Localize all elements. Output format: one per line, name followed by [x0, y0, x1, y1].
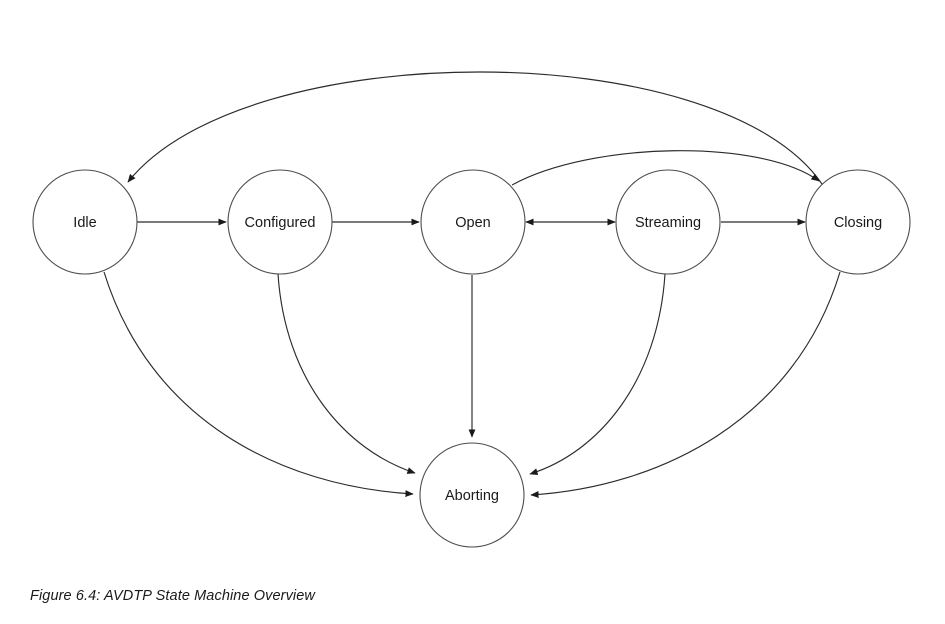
transition-streaming-to-aborting[interactable]: [529, 273, 666, 476]
transition-configured-to-aborting[interactable]: [277, 273, 416, 474]
state-circle-aborting: [419, 442, 525, 548]
transition-configured-to-aborting-path: [277, 273, 416, 474]
state-circle-open: [420, 169, 526, 275]
transition-closing-to-aborting-path: [530, 271, 841, 498]
figure-caption: Figure 6.4: AVDTP State Machine Overview: [30, 588, 315, 604]
transition-open-to-closing-path: [511, 150, 820, 186]
state-node-idle[interactable]: Idle: [32, 169, 138, 275]
state-node-open[interactable]: Open: [420, 169, 526, 275]
transition-idle-to-aborting-path: [103, 271, 414, 498]
state-circle-idle: [32, 169, 138, 275]
transitions-layer: [103, 71, 841, 498]
state-node-configured[interactable]: Configured: [227, 169, 333, 275]
transition-closing-to-aborting[interactable]: [530, 271, 841, 498]
state-node-closing[interactable]: Closing: [805, 169, 911, 275]
transition-closing-to-idle[interactable]: [127, 71, 823, 185]
transition-streaming-to-aborting-path: [529, 273, 666, 476]
state-circle-streaming: [615, 169, 721, 275]
transition-closing-to-idle-path: [127, 71, 823, 185]
transition-idle-to-aborting[interactable]: [103, 271, 414, 498]
state-circle-configured: [227, 169, 333, 275]
state-node-aborting[interactable]: Aborting: [419, 442, 525, 548]
transition-open-to-closing[interactable]: [511, 150, 820, 186]
state-circle-closing: [805, 169, 911, 275]
state-node-streaming[interactable]: Streaming: [615, 169, 721, 275]
